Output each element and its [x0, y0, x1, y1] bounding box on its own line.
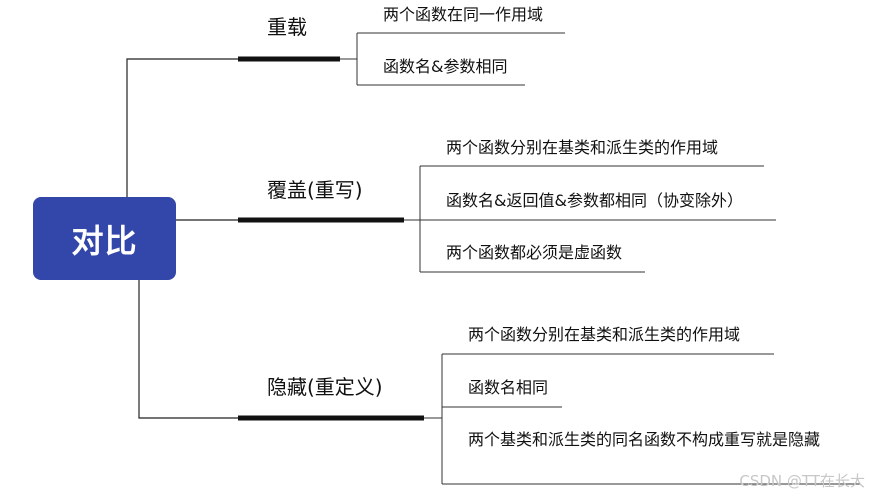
overload-leaf-1: 两个函数在同一作用域 [383, 5, 544, 24]
root-node: 对比 [33, 197, 176, 280]
branch-overload-label: 重载 [267, 15, 307, 39]
override-leaf-2: 函数名&返回值&参数都相同（协变除外） [446, 191, 743, 210]
branch-override-label: 覆盖(重写) [267, 178, 363, 202]
branch-hide-label: 隐藏(重定义) [267, 375, 383, 399]
watermark: CSDN @TT在长大 [739, 472, 865, 490]
connector-hide [138, 280, 238, 419]
override-leaf-3: 两个函数都必须是虚函数 [446, 243, 623, 262]
branch-underlines [238, 56, 424, 421]
override-leaf-1: 两个函数分别在基类和派生类的作用域 [446, 138, 719, 157]
connector-overload [126, 58, 238, 197]
hide-leaf-2: 函数名相同 [468, 378, 549, 397]
overload-leaf-2: 函数名&参数相同 [383, 57, 508, 76]
root-label: 对比 [71, 221, 138, 260]
hide-leaf-1: 两个函数分别在基类和派生类的作用域 [468, 325, 741, 344]
hide-leaf-3: 两个基类和派生类的同名函数不构成重写就是隐藏 [468, 430, 821, 449]
root-connectors [126, 58, 238, 419]
leaf-connectors [340, 32, 860, 485]
